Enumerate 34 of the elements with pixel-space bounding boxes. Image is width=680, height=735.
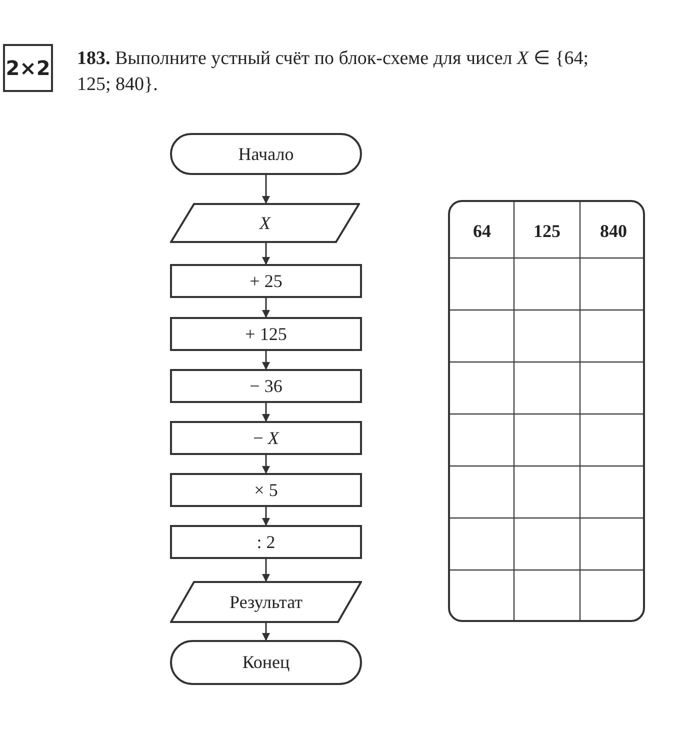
node-label: X [260,212,270,234]
arrow [262,623,270,641]
node-label: − 36 [250,374,282,398]
node-label: × 5 [254,478,278,502]
arrow [262,175,270,204]
mental-math-badge: 2×2 [3,44,53,92]
input-output-parallelogram [170,581,362,623]
arrow [262,455,270,474]
arrow [262,298,270,318]
node-label: Результат [230,590,302,614]
terminal-box [170,640,362,685]
process-box [170,473,362,507]
column-header: 125 [532,220,562,243]
process-box [170,264,362,298]
task-text: 183. Выполните устный счёт по блок-схеме для чисел X ∈ {64; 125; 840}. [77,47,590,97]
arrow [262,559,270,582]
column-header: 64 [472,220,492,243]
node-label: + 125 [245,322,287,346]
process-box [170,317,362,351]
node-label: + 25 [250,270,282,292]
arrow [262,507,270,526]
terminal-box [170,133,362,175]
column-header: 840 [599,220,628,243]
node-label: : 2 [256,530,276,554]
arrow [262,351,270,370]
process-box [170,525,362,559]
arrow [262,403,270,422]
arrow [262,243,270,265]
node-label: Начало [238,142,294,166]
process-box [170,421,362,455]
node-label: − X [253,426,279,450]
node-label: Конец [242,651,290,674]
process-box [170,369,362,403]
input-output-parallelogram [170,203,360,243]
